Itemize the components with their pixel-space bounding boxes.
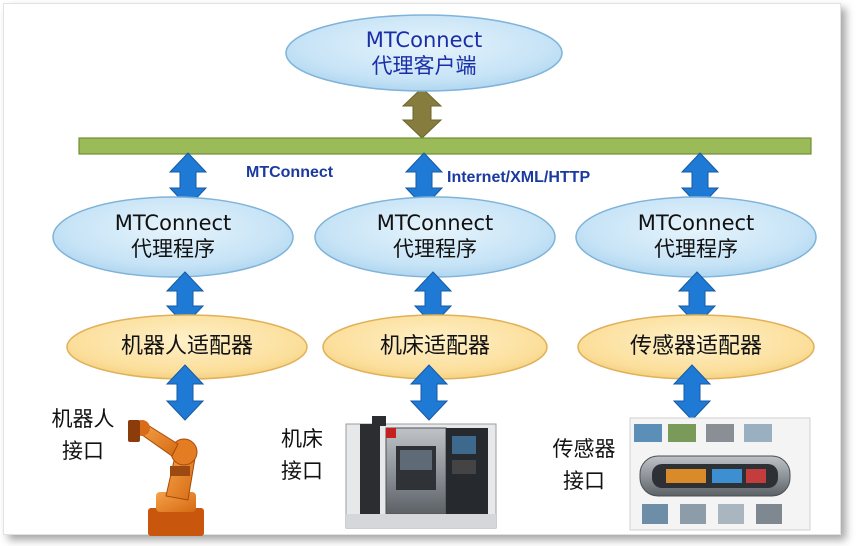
agent-line2: 代理程序	[131, 237, 215, 261]
interface-line2: 接口	[563, 468, 605, 493]
agent-line2: 代理程序	[654, 237, 738, 261]
agent-line1: MTConnect	[637, 211, 755, 236]
interface-line1: 机床	[281, 427, 323, 451]
agent-label-3: MTConnect 代理程序	[576, 205, 816, 269]
interface-line2: 接口	[62, 438, 104, 463]
sensor-cutaway-picture	[629, 417, 811, 531]
client-bus-arrow	[401, 87, 443, 139]
interface-label-machine: 机床 接口	[262, 424, 342, 487]
adapter-label-3: 传感器适配器	[578, 330, 814, 364]
agent-line1: MTConnect	[114, 211, 232, 236]
interface-line2: 接口	[281, 458, 323, 483]
interface-line1: 传感器	[552, 437, 616, 461]
network-label-right: Internet/XML/HTTP	[447, 169, 591, 186]
network-bus	[78, 137, 812, 155]
interface-label-sensor: 传感器 接口	[538, 434, 630, 497]
interface-label-robot: 机器人 接口	[38, 404, 128, 467]
client-label: MTConnect 代理客户端	[286, 22, 562, 86]
cnc-machine-picture	[345, 416, 497, 529]
adapter-label-1: 机器人适配器	[67, 330, 307, 364]
agent-label-2: MTConnect 代理程序	[315, 205, 555, 269]
adapter-text: 机器人适配器	[120, 333, 253, 359]
adapter-device-arrow-2	[409, 364, 449, 421]
robot-arm-picture	[128, 420, 204, 536]
agent-line2: 代理程序	[393, 237, 477, 261]
interface-line1: 机器人	[51, 407, 115, 431]
client-ellipse	[285, 14, 563, 92]
client-line2: 代理客户端	[371, 54, 477, 78]
adapter-label-2: 机床适配器	[323, 330, 547, 364]
adapter-text: 机床适配器	[379, 333, 490, 359]
agent-label-1: MTConnect 代理程序	[53, 205, 293, 269]
agent-ellipse-1	[52, 196, 294, 278]
client-line1: MTConnect	[365, 28, 483, 53]
adapter-text: 传感器适配器	[629, 333, 762, 359]
adapter-device-arrow-1	[165, 364, 205, 421]
agent-line1: MTConnect	[376, 211, 494, 236]
network-label-left: MTConnect	[246, 164, 334, 181]
